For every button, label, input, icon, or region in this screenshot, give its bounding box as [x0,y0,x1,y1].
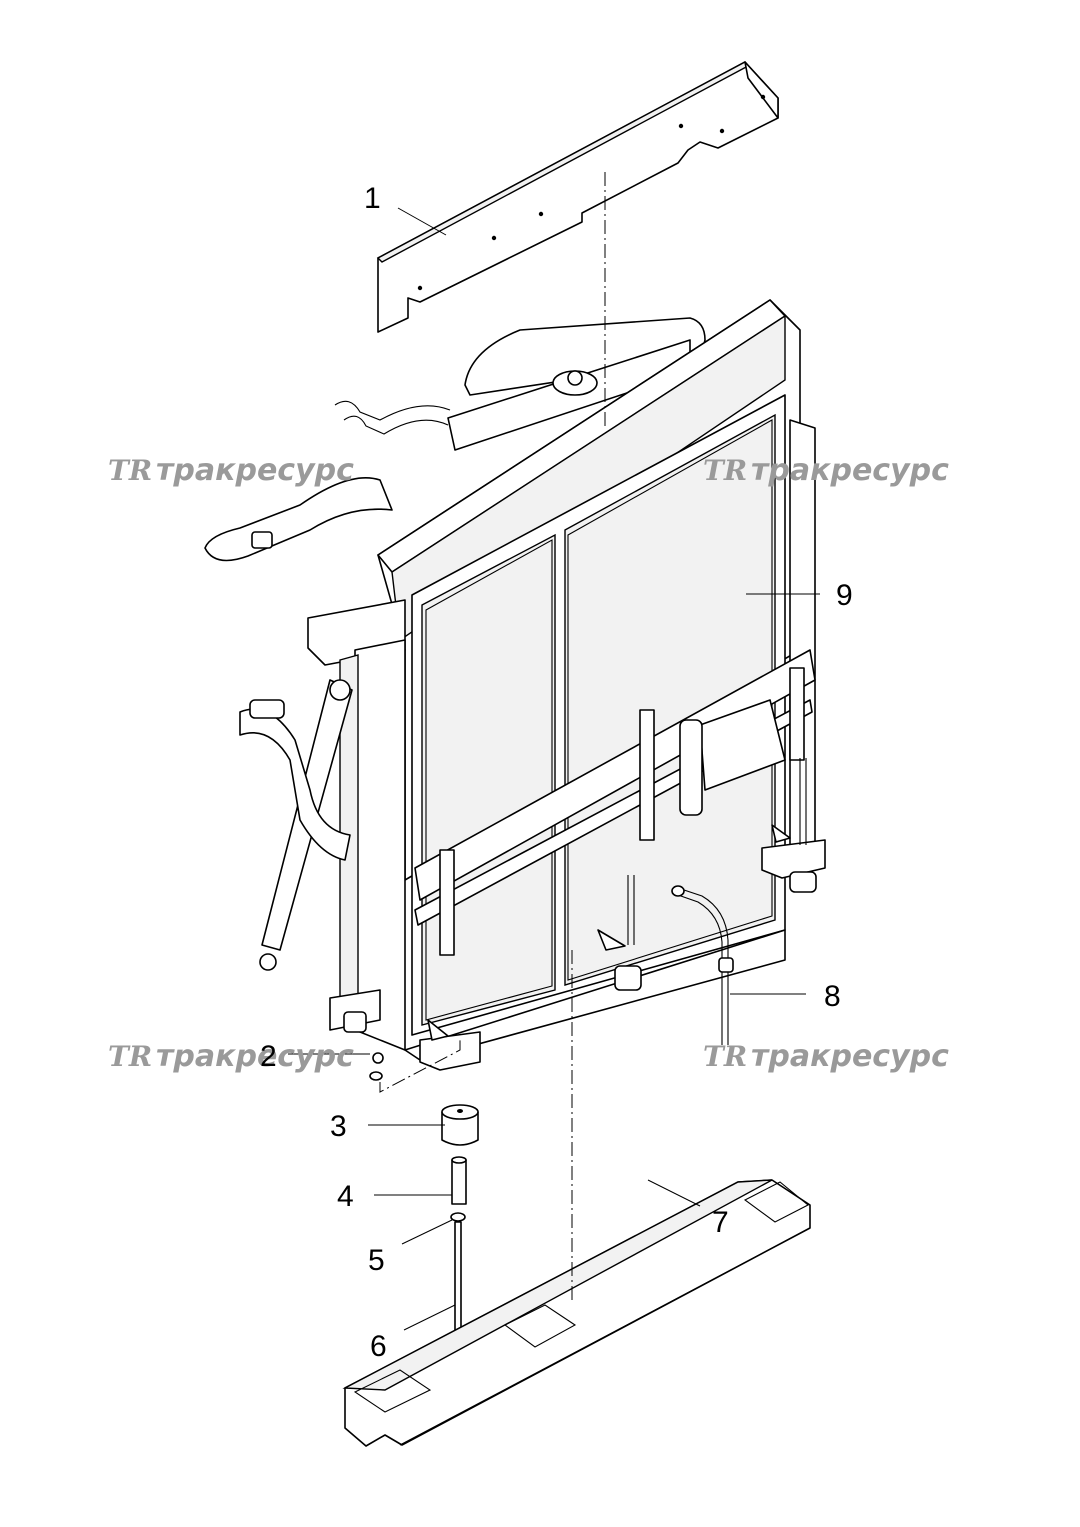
watermark-top-right: TR тракресурс [703,453,949,488]
leader-lines [288,207,820,1331]
callout-9: 9 [836,579,853,612]
callout-7: 7 [712,1206,729,1239]
callout-5: 5 [368,1244,385,1277]
callout-6: 6 [370,1330,387,1363]
washer-5 [450,1212,466,1222]
callout-2: 2 [260,1040,277,1073]
watermark-logo: TR [703,454,747,487]
rubber-mount-3 [441,1104,479,1146]
watermark-text: тракресурс [751,453,949,488]
watermark-bottom-right: TR тракресурс [703,1039,949,1074]
callouts: 1 2 3 4 5 6 7 8 9 [260,182,853,1363]
radiator-assembly [204,299,826,1071]
sleeve-4 [451,1156,467,1205]
watermark-text: тракресурс [751,1039,949,1074]
callout-3: 3 [330,1110,347,1143]
washer-2 [369,1071,383,1081]
top-cover-bracket [376,61,779,333]
callout-4: 4 [337,1180,354,1213]
bottom-skid [342,1179,811,1447]
watermark-logo: TR [703,1040,747,1073]
watermark-text: тракресурс [156,1039,354,1074]
callout-8: 8 [824,980,841,1013]
watermark-bottom-left: TR тракресурс [108,1039,354,1074]
watermark-logo: TR [108,454,152,487]
watermark-text: тракресурс [156,453,354,488]
alignment-lines [379,172,606,1300]
watermark-top-left: TR тракресурс [108,453,354,488]
callout-1: 1 [364,182,381,215]
watermark-logo: TR [108,1040,152,1073]
